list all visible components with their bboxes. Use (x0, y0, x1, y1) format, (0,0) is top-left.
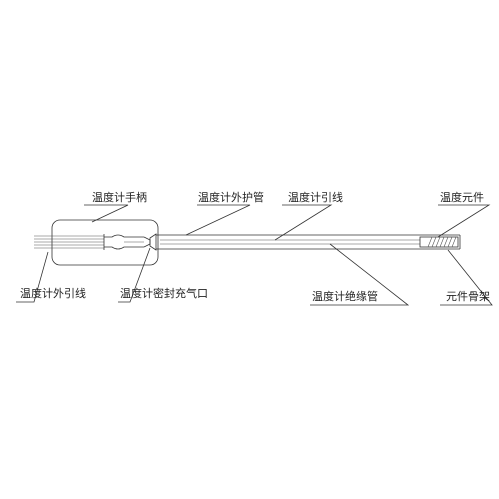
seal-inlet-neck (104, 233, 157, 251)
label-handle: 温度计手柄 (92, 190, 147, 204)
handle-outline (51, 219, 159, 266)
element-frame (419, 236, 459, 248)
label-seal-inlet: 温度计密封充气口 (120, 286, 208, 300)
label-element: 温度元件 (440, 190, 484, 204)
label-insulation-tube: 温度计绝缘管 (312, 289, 378, 303)
label-external-lead: 温度计外引线 (20, 286, 86, 300)
external-lead-wires (34, 234, 105, 250)
leader-lines-top (84, 204, 491, 241)
protective-tube (156, 234, 461, 250)
label-protective-tube: 温度计外护管 (198, 190, 264, 204)
label-lead-wire: 温度计引线 (288, 190, 343, 204)
label-element-frame: 元件骨架 (446, 290, 490, 303)
leader-lines-bottom (16, 243, 493, 306)
